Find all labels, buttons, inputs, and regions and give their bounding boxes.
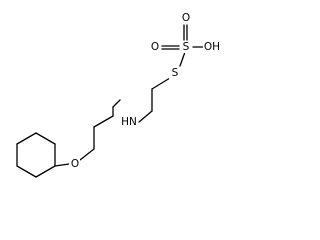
atom-s-thio: S xyxy=(172,67,179,79)
sulfonyl-bonds xyxy=(161,24,204,50)
atom-nh: HN xyxy=(121,116,137,128)
atom-oh: OH xyxy=(204,41,220,53)
disulfide-bond xyxy=(179,51,186,67)
atom-o-ether: O xyxy=(71,158,79,170)
propyl-chain xyxy=(54,99,121,167)
ethyl-chain xyxy=(138,77,171,123)
atom-o-left: O xyxy=(151,41,159,53)
cyclohexane-ring xyxy=(16,132,56,178)
atom-labels: O S OH O S HN O xyxy=(69,12,221,170)
atom-o-top: O xyxy=(182,12,190,24)
molecule-structure: O S OH O S HN O xyxy=(16,12,221,178)
atom-s-sulfonyl: S xyxy=(183,41,190,53)
